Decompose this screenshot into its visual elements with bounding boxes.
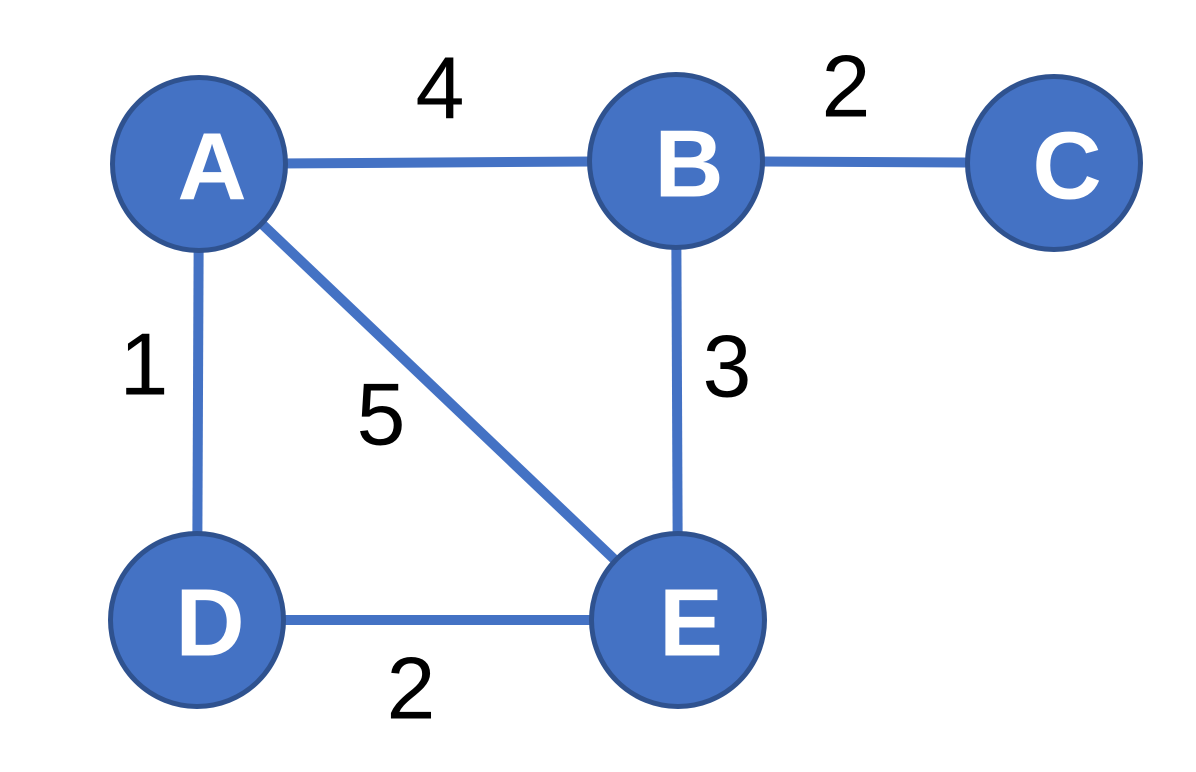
node-circle-b xyxy=(587,72,765,250)
graph-node-a[interactable]: A xyxy=(110,75,288,253)
node-label-e: E xyxy=(659,570,723,677)
graph-node-c[interactable]: C xyxy=(965,74,1143,252)
graph-node-d[interactable]: D xyxy=(108,531,286,709)
edge-weight-b-e: 3 xyxy=(703,317,752,416)
graph-edge-a-e[interactable] xyxy=(195,160,682,624)
edge-weight-b-c: 2 xyxy=(822,37,871,136)
edge-weight-a-d: 1 xyxy=(120,315,169,414)
edge-weight-d-e: 2 xyxy=(387,639,436,738)
node-label-b: B xyxy=(654,111,723,218)
node-circle-c xyxy=(965,74,1143,252)
edge-weight-a-b: 4 xyxy=(416,39,465,138)
node-label-c: C xyxy=(1032,113,1101,220)
node-label-a: A xyxy=(177,114,246,221)
nodes-layer: A B C D E xyxy=(108,72,1143,709)
edge-weight-a-e: 5 xyxy=(357,365,406,464)
node-circle-d xyxy=(108,531,286,709)
node-circle-a xyxy=(110,75,288,253)
graph-node-e[interactable]: E xyxy=(589,531,767,709)
node-label-d: D xyxy=(175,570,244,677)
node-circle-e xyxy=(589,531,767,709)
graph-node-b[interactable]: B xyxy=(587,72,765,250)
edge-weight-labels-layer: 4 2 1 5 3 2 xyxy=(120,37,871,738)
